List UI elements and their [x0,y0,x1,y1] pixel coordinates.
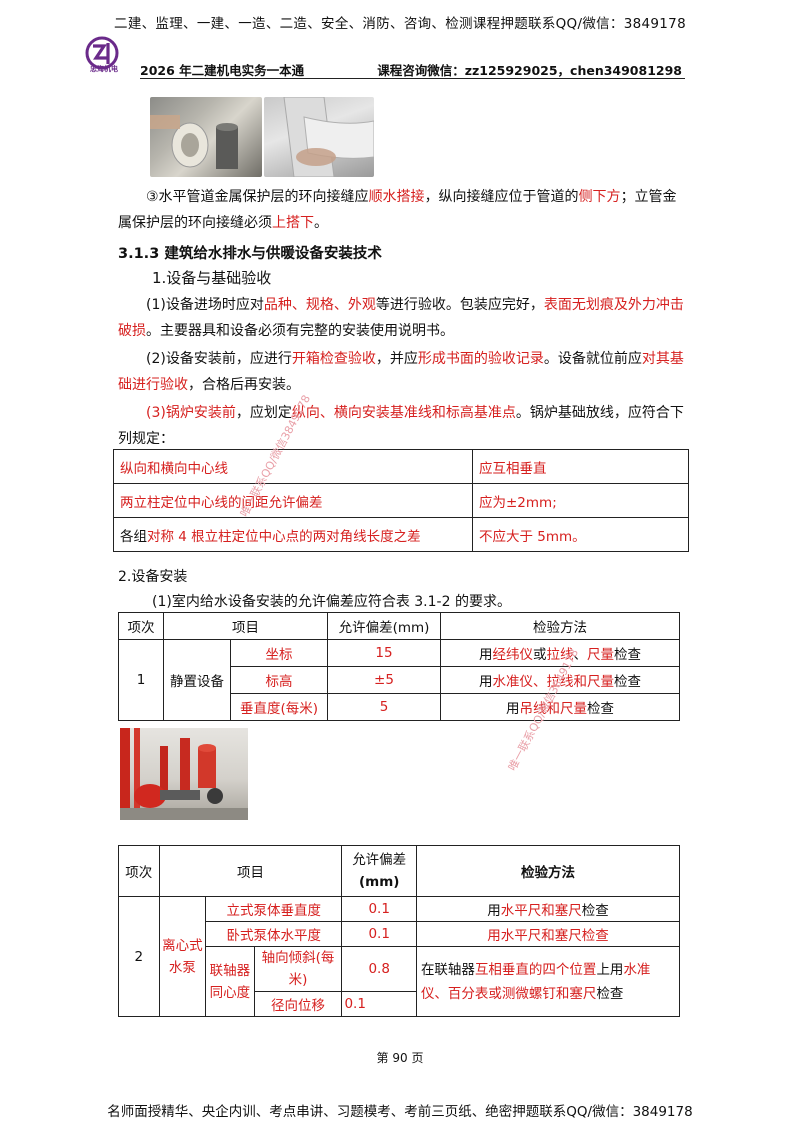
paragraph-metal-protection: ③水平管道金属保护层的环向接缝应顺水搭接，纵向接缝应位于管道的侧下方；立管金属保… [118,189,677,231]
table-cell: 离心式水泵 [158,896,207,1017]
bottom-banner: 名师面授精华、央企内训、考点串讲、习题模考、考前三页纸、绝密押题联系QQ/微信：… [107,1104,693,1120]
table-row: 各组对称 4 根立柱定位中心点的两对角线长度之差 不应大于 5mm。 [113,517,689,552]
table-cell: 卧式泵体水平度 [205,921,343,947]
table-cell: ±5 [327,666,441,694]
header-divider [140,78,685,79]
top-banner: 二建、监理、一建、一造、二造、安全、消防、咨询、检测课程押题联系QQ/微信：38… [114,16,686,32]
table-cell: 应互相垂直 [472,449,689,484]
column-header: 项目 [158,845,343,897]
column-header: 项次 [118,845,160,897]
logo-text: 忠海机电 [90,65,118,73]
column-header: 允许偏差(mm) [341,845,417,897]
table-row: 纵向和横向中心线 应互相垂直 [113,449,689,484]
table-cell: 轴向倾斜(每米) [253,946,343,992]
paragraph-tolerance-ref: (1)室内给水设备安装的允许偏差应符合表 3.1-2 的要求。 [152,594,511,610]
table-cell: 立式泵体垂直度 [205,896,343,922]
column-header: 检验方法 [415,845,681,897]
table-cell: 径向位移 [253,991,343,1017]
table-cell: 15 [327,639,441,667]
centrifugal-pump-tolerance-table: 项次 项目 允许偏差(mm) 检验方法 2 离心式水泵 立式泵体垂直度 0.1 … [118,845,681,1017]
paragraph-boiler: (3)锅炉安装前，应划定纵向、横向安装基准线和标高基准点。锅炉基础放线，应符合下… [118,405,684,447]
subsection-title-2: 2.设备安装 [118,569,188,585]
table-row: 卧式泵体水平度 0.1 用水平尺和塞尺检查 [119,921,681,947]
insulation-photo-2 [264,97,374,177]
table-row: 1 静置设备 坐标 15 用经纬仪或拉线、尺量检查 [118,639,680,721]
table-header-row: 项次 项目 允许偏差(mm) 检验方法 [118,845,681,897]
static-equipment-tolerance-table: 项次 项目 允许偏差(mm) 检验方法 1 静置设备 坐标 15 用经纬仪或拉线… [118,612,680,721]
table-cell: 静置设备 [163,639,231,721]
table-cell: 用吊线和尺量检查 [440,693,680,721]
table-cell: 两立柱定位中心线的间距允许偏差 [113,483,473,518]
table-cell: 1 [118,639,164,721]
column-header: 检验方法 [440,612,680,640]
table-header-row: 项次 项目 允许偏差(mm) 检验方法 [118,612,680,640]
table-cell: 各组对称 4 根立柱定位中心点的两对角线长度之差 [113,517,473,552]
pump-room-photo [120,728,248,820]
table-cell: 5 [327,693,441,721]
page-number: 第 90 页 [376,1051,424,1065]
section-title: 3.1.3 建筑给水排水与供暖设备安装技术 [118,246,382,262]
table-row: 标高 ±5 用水准仪、拉线和尺量检查 [119,666,680,694]
insulation-photo-1 [150,97,262,177]
table-cell: 标高 [230,666,328,694]
table-cell: 不应大于 5mm。 [472,517,689,552]
header-contact: 课程咨询微信：zz125929025，chen349081298 [377,63,682,78]
column-header: 项目 [163,612,328,640]
column-header: 允许偏差(mm) [327,612,441,640]
table-cell: 纵向和横向中心线 [113,449,473,484]
table-row: 2 离心式水泵 立式泵体垂直度 0.1 用水平尺和塞尺检查 [118,896,681,1017]
table-cell: 2 [118,896,160,1017]
table-row: 联轴器同心度 轴向倾斜(每米) 0.8 在联轴器互相垂直的四个位置上用水准仪、百… [119,946,681,1017]
table-row: 径向位移 0.1 [119,991,680,1017]
table-cell: 0.1 [341,921,417,947]
table-cell: 垂直度(每米) [230,693,328,721]
table-cell: 0.8 [341,946,417,992]
table-cell: 用水平尺和塞尺检查 [415,896,681,922]
boiler-baseline-table: 纵向和横向中心线 应互相垂直 两立柱定位中心线的间距允许偏差 应为±2mm; 各… [113,449,689,552]
table-cell: 联轴器同心度 [205,946,255,1017]
paragraph-equipment-arrival: (1)设备进场时应对品种、规格、外观等进行验收。包装应完好，表面无划痕及外力冲击… [118,297,684,339]
table-row: 垂直度(每米) 5 用吊线和尺量检查 [119,693,680,721]
table-cell: 用水平尺和塞尺检查 [415,921,681,947]
table-cell: 坐标 [230,639,328,667]
table-row: 两立柱定位中心线的间距允许偏差 应为±2mm; [113,483,689,518]
table-cell: 0.1 [341,991,417,1017]
company-logo [85,36,119,70]
table-cell: 应为±2mm; [472,483,689,518]
table-cell: 0.1 [341,896,417,922]
subsection-title-1: 1.设备与基础验收 [152,269,272,287]
header-title: 2026 年二建机电实务一本通 [140,63,305,78]
table-cell: 在联轴器互相垂直的四个位置上用水准仪、百分表或测微螺钉和塞尺检查 [415,946,681,1017]
table-cell: 用水准仪、拉线和尺量检查 [440,666,680,694]
column-header: 项次 [118,612,164,640]
table-cell: 用经纬仪或拉线、尺量检查 [440,639,680,667]
paragraph-before-installation: (2)设备安装前，应进行开箱检查验收，并应形成书面的验收记录。设备就位前应对其基… [118,351,684,393]
